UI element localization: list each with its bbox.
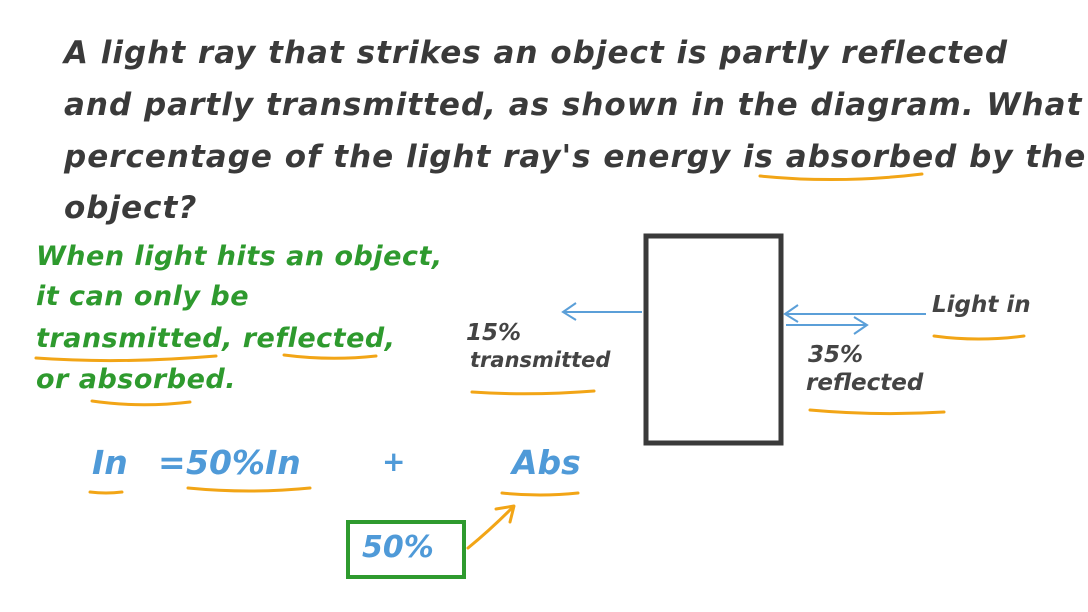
reflected-percent-label: 35% (808, 342, 864, 368)
transmitted-ray-arrowhead (561, 302, 577, 321)
transmitted-label: transmitted (470, 348, 611, 372)
object-box (643, 233, 784, 446)
note-line-3: transmitted, reflected, (36, 323, 396, 354)
equation-plus: + (382, 445, 406, 478)
equation-equals: = (158, 443, 186, 482)
answer-box (346, 520, 466, 579)
underline-term (186, 486, 312, 493)
equation-abs: Abs (512, 443, 581, 482)
question-line-4: object? (64, 190, 198, 226)
underline-abs (500, 491, 580, 497)
question-line-1: A light ray that strikes an object is pa… (64, 35, 1009, 71)
equation-lhs: In (92, 443, 128, 482)
underline-reflected (282, 353, 378, 360)
underline-light-in (932, 334, 1026, 341)
answer-arrow (466, 506, 514, 550)
reflected-ray-arrowhead (853, 316, 869, 335)
question-line-3: percentage of the light ray's energy is … (64, 139, 1087, 175)
underline-absorbed-note (90, 399, 192, 407)
incoming-ray-arrowhead (783, 304, 799, 323)
underline-absorbed (758, 172, 924, 182)
answer-arrow-head (494, 504, 516, 524)
underline-reflected-label (808, 408, 946, 416)
question-line-2: and partly transmitted, as shown in the … (64, 87, 1083, 123)
equation-term: 50%In (186, 443, 301, 482)
underline-transmitted (34, 354, 218, 363)
note-line-1: When light hits an object, (36, 241, 443, 272)
underline-in-lhs (88, 490, 124, 495)
light-in-label: Light in (932, 292, 1031, 318)
answer-value: 50% (362, 530, 434, 565)
reflected-label: reflected (806, 370, 924, 396)
note-line-4: or absorbed. (36, 364, 236, 395)
underline-transmitted-label (470, 389, 596, 396)
transmitted-percent-label: 15% (466, 320, 522, 346)
note-line-2: it can only be (36, 281, 250, 312)
